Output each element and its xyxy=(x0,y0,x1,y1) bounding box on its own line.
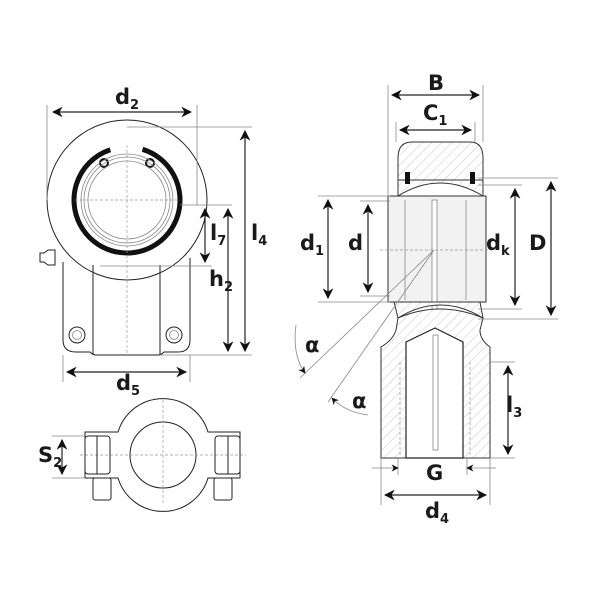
label-d: d xyxy=(348,231,363,255)
label-l4: l4 xyxy=(251,221,267,249)
bolt-right xyxy=(213,435,241,501)
label-c1: C1 xyxy=(423,101,447,129)
label-alpha-2: α xyxy=(352,389,366,413)
label-l7: l7 xyxy=(210,221,226,249)
label-g: G xyxy=(426,461,443,485)
front-view xyxy=(39,105,252,382)
label-D: D xyxy=(529,231,546,255)
label-alpha-1: α xyxy=(305,333,319,357)
retaining-ring xyxy=(71,144,183,256)
label-s2: S2 xyxy=(38,443,62,471)
label-b: B xyxy=(428,71,444,95)
mounting-hole-left xyxy=(68,326,86,344)
bolt-left xyxy=(84,435,112,501)
label-d5: d5 xyxy=(116,371,140,399)
mounting-hole-right xyxy=(165,326,183,344)
label-d2: d2 xyxy=(115,85,139,113)
label-l3: l3 xyxy=(506,393,522,421)
label-dk: dk xyxy=(486,231,510,259)
label-d1: d1 xyxy=(300,231,324,259)
top-view xyxy=(52,398,246,512)
label-d4: d4 xyxy=(425,499,449,527)
grease-nipple-icon xyxy=(39,249,56,266)
label-h2: h2 xyxy=(209,267,233,295)
section-view xyxy=(294,85,558,505)
